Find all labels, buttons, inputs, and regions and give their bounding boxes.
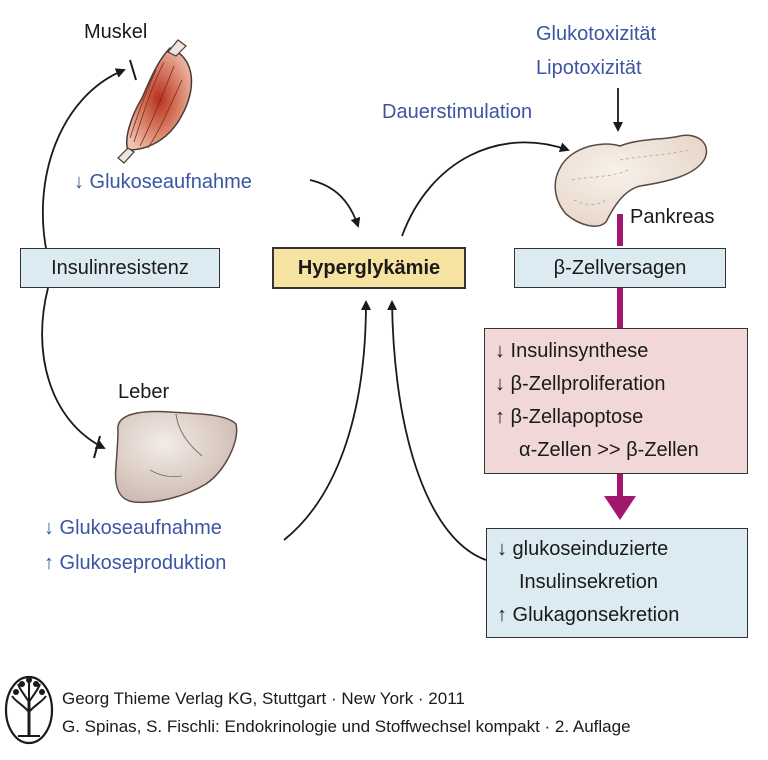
hyperglycemia-label: Hyperglykämie	[297, 256, 441, 279]
publisher-logo	[4, 675, 54, 745]
muscle-block-bar	[129, 59, 137, 81]
arrow-liver-to-hyperglycemia	[283, 300, 371, 541]
beta-cell-failure-label: β-Zellversagen	[553, 256, 687, 279]
insulin-secretion-item: Insulinsekretion	[519, 571, 658, 593]
glucagon-secretion-item: ↑ Glukagonsekretion	[497, 604, 680, 626]
muscle-glucose-uptake: ↓ Glukoseaufnahme	[74, 171, 252, 193]
arrow-hyperglycemia-to-pancreas	[401, 141, 570, 237]
liver-illustration	[114, 410, 238, 504]
muscle-label: Muskel	[84, 21, 148, 43]
beta-cell-failure-box: β-Zellversagen	[514, 248, 726, 288]
insulin-synthesis-item: ↓ Insulinsynthese	[495, 340, 649, 362]
liver-glucose-uptake: ↓ Glukoseaufnahme	[44, 517, 222, 539]
arrow-to-liver	[41, 287, 106, 449]
alpha-beta-ratio-item: α-Zellen >> β-Zellen	[519, 439, 699, 461]
pancreas-label: Pankreas	[630, 206, 715, 228]
arrow-muscle-to-hyperglycemia	[309, 179, 361, 228]
arrow-to-muscle	[41, 68, 126, 259]
arrow-secretion-to-hyperglycemia	[387, 300, 487, 561]
glucotoxicity-label: Glukotoxizität	[536, 23, 657, 45]
liver-block-bar	[93, 435, 101, 459]
magenta-arrowhead	[604, 496, 636, 520]
insulin-resistance-box: Insulinresistenz	[20, 248, 220, 288]
hyperglycemia-box: Hyperglykämie	[272, 247, 466, 289]
beta-cell-apoptosis-item: ↑ β-Zellapoptose	[495, 406, 644, 428]
liver-glucose-production: ↑ Glukoseproduktion	[44, 552, 227, 574]
continuous-stimulation-label: Dauerstimulation	[382, 101, 533, 123]
muscle-illustration	[117, 39, 193, 164]
footer-citation: G. Spinas, S. Fischli: Endokrinologie un…	[62, 717, 631, 736]
secretion-effects-box: ↓ glukoseinduzierte Insulinsekretion ↑ G…	[486, 528, 748, 638]
insulin-resistance-label: Insulinresistenz	[51, 256, 189, 279]
pancreas-illustration	[554, 134, 708, 227]
glucose-induced-item: ↓ glukoseinduzierte	[497, 538, 669, 560]
footer-publisher: Georg Thieme Verlag KG, Stuttgart · New …	[62, 689, 465, 708]
beta-cell-proliferation-item: ↓ β-Zellproliferation	[495, 373, 666, 395]
lipotoxicity-label: Lipotoxizität	[536, 57, 642, 79]
beta-cell-effects-box: ↓ Insulinsynthese ↓ β-Zellproliferation …	[484, 328, 748, 474]
liver-label: Leber	[118, 381, 170, 403]
